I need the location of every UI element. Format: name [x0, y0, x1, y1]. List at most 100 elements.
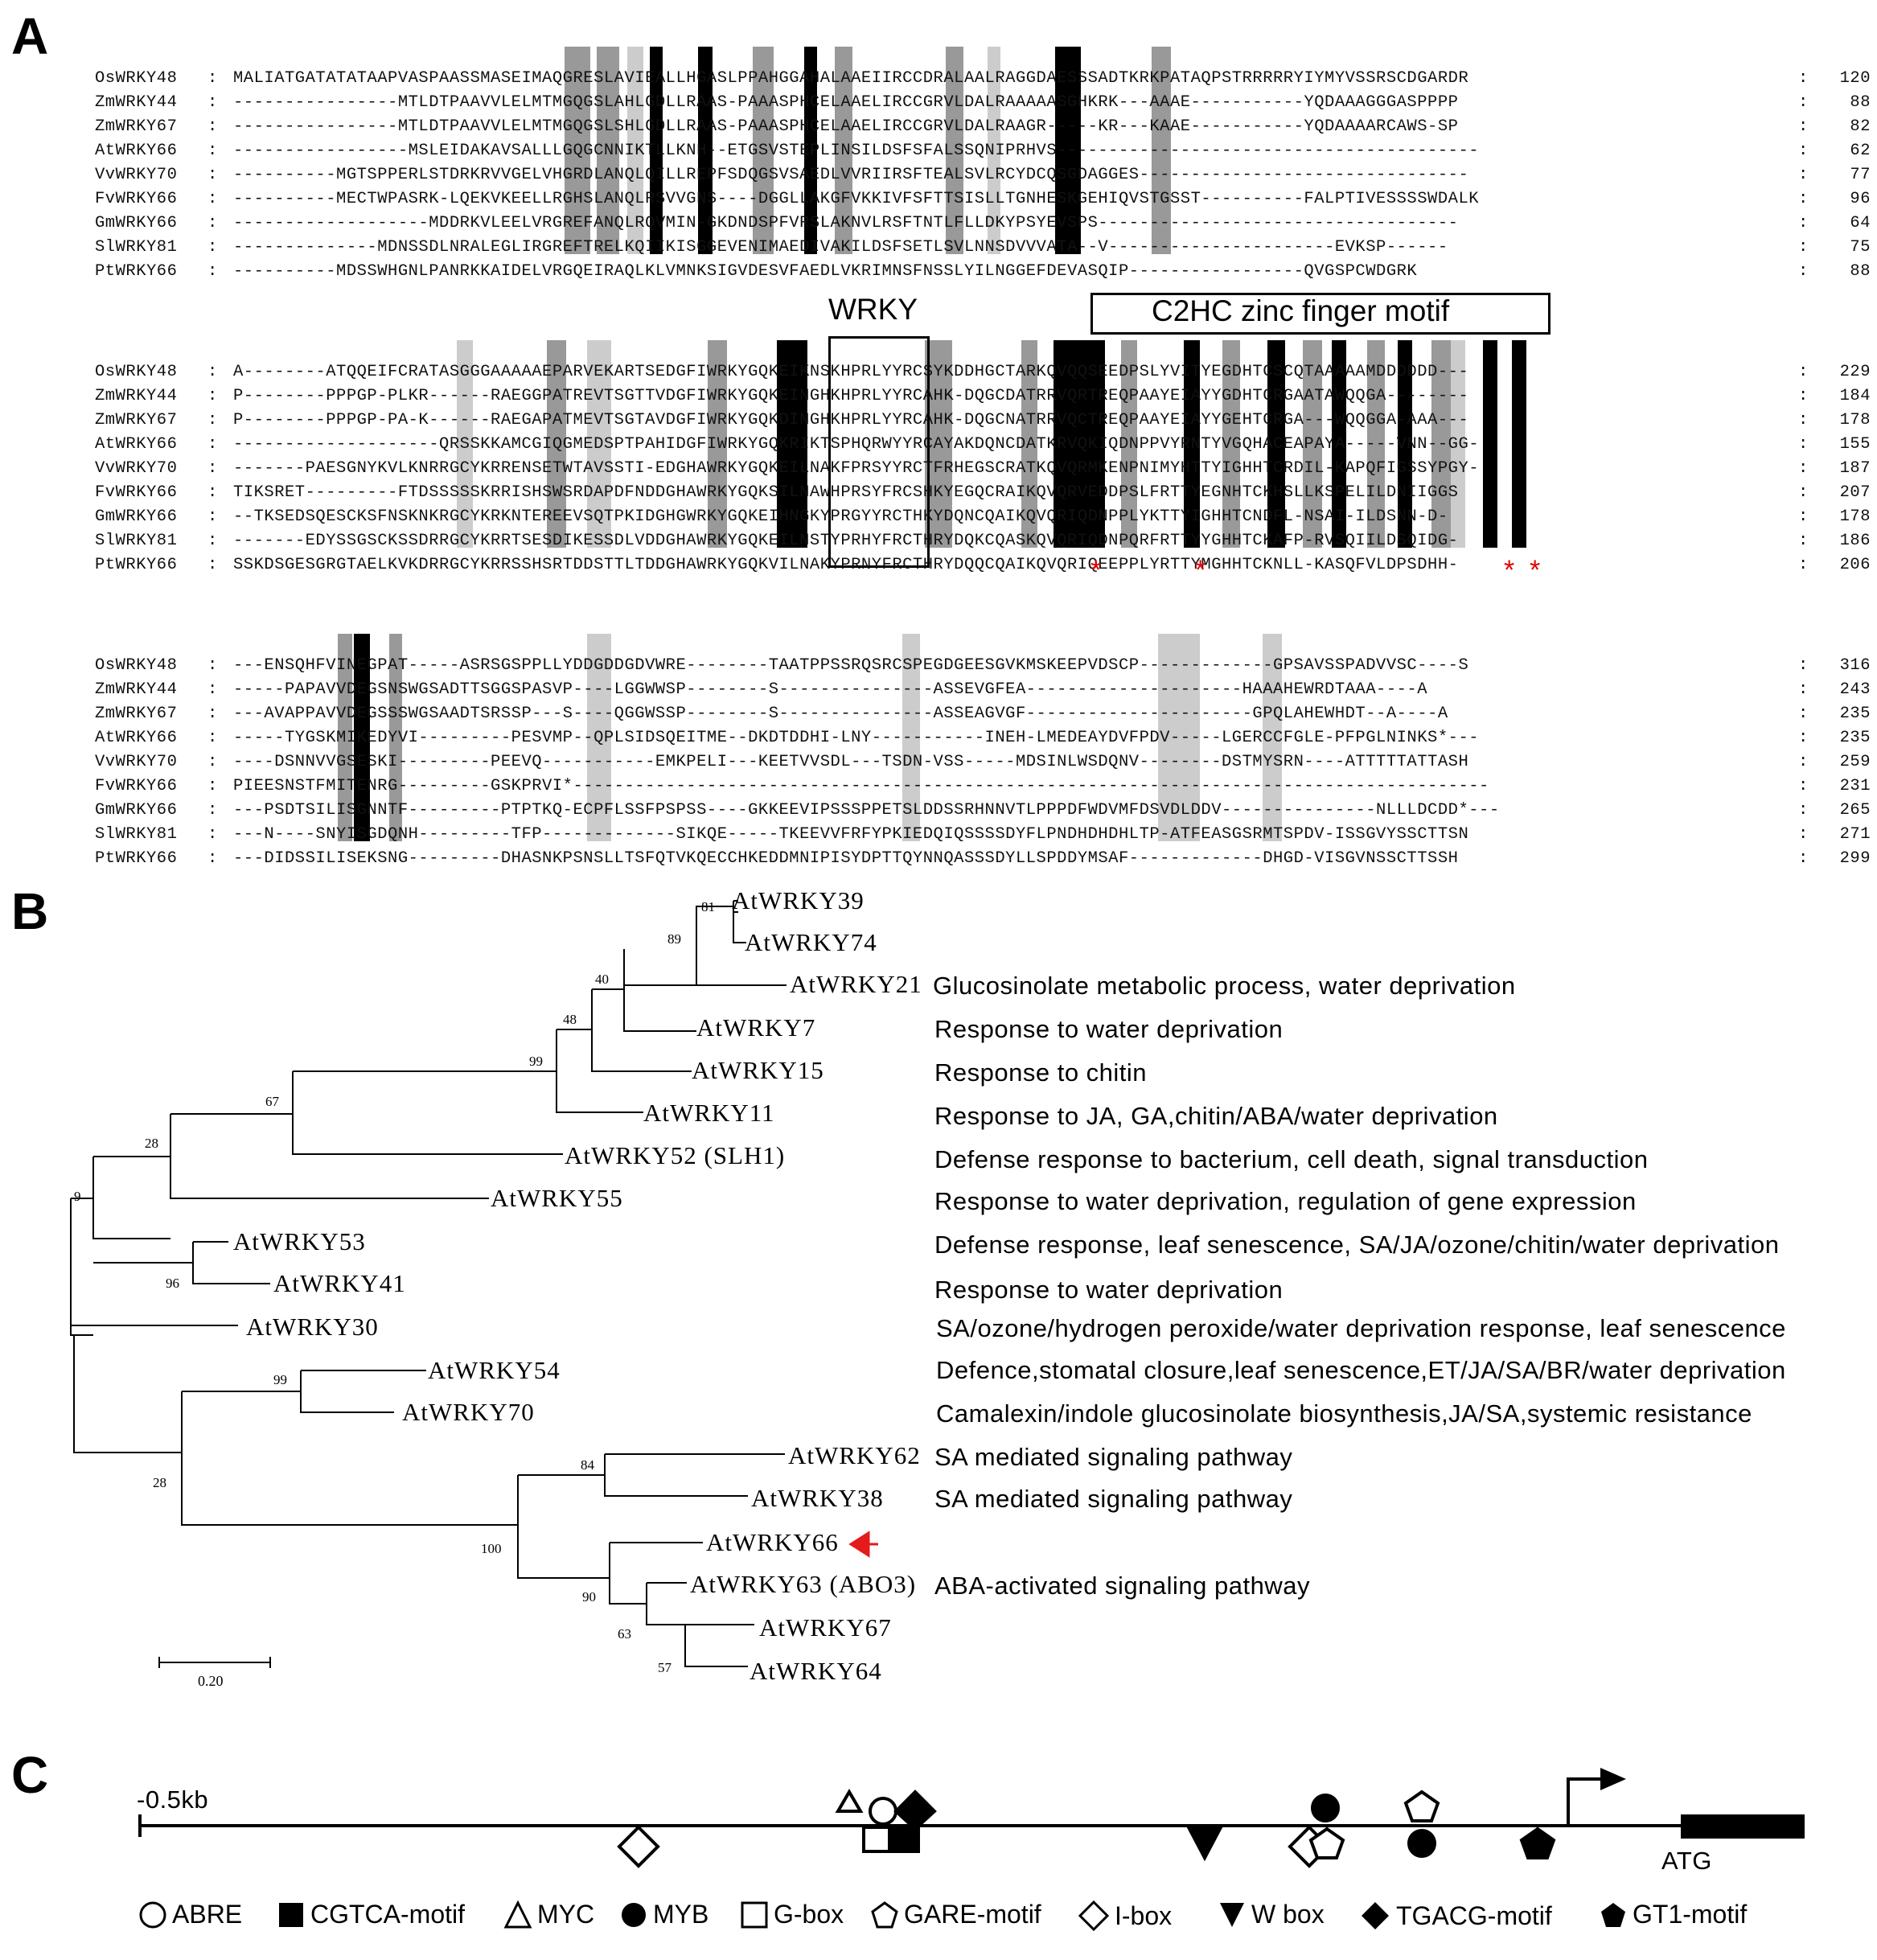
- alignment-row: ZmWRKY67:----------------MTLDTPAAVVLELMT…: [95, 117, 1871, 136]
- tree-leaf: AtWRKY64: [750, 1657, 882, 1685]
- sequence: TIKSRET---------FTDSSSSSKRRISHSWSRDAPDFN…: [233, 483, 1459, 502]
- function-annotation: SA mediated signaling pathway: [934, 1485, 1293, 1513]
- bootstrap-value: 90: [582, 1589, 596, 1605]
- myb-icon: [1311, 1794, 1340, 1822]
- function-annotation: Camalexin/indole glucosinolate biosynthe…: [936, 1399, 1752, 1428]
- sequence-name: ZmWRKY67: [95, 117, 178, 136]
- sequence-name: PtWRKY66: [95, 262, 178, 281]
- scale-bar-label: 0.20: [198, 1673, 224, 1689]
- sequence-name: GmWRKY66: [95, 214, 178, 232]
- tree-leaf: AtWRKY63 (ABO3): [690, 1570, 917, 1598]
- zinc-finger-motif-label: C2HC zinc finger motif: [1152, 294, 1450, 327]
- sequence-name: ZmWRKY44: [95, 387, 178, 405]
- bootstrap-value: 40: [595, 972, 609, 987]
- function-annotation: SA/ozone/hydrogen peroxide/water depriva…: [936, 1314, 1786, 1342]
- sequence-position: 259: [1839, 753, 1871, 771]
- phylogenetic-tree: [70, 900, 878, 1668]
- sequence-name: FvWRKY66: [95, 190, 178, 208]
- tree-leaf: AtWRKY7: [696, 1013, 816, 1042]
- sequence: -------PAESGNYKVLKNRRGCYKRRENSETWTAVSSTI…: [233, 459, 1480, 478]
- sequence: -----TYGSKMIKEDYVI---------PESVMP--QPLSI…: [233, 729, 1480, 747]
- alignment-row: OsWRKY48:MALIATGATATATAAPVASPAASSMASEIMA…: [95, 69, 1871, 88]
- function-annotation: Defense response to bacterium, cell deat…: [934, 1145, 1649, 1173]
- legend-gt1: GT1-motif: [1599, 1900, 1747, 1929]
- alignment-row: PtWRKY66:----------MDSSWHGNLPANRKKAIDELV…: [95, 262, 1871, 281]
- sequence: A--------ATQQEIFCRATASGGGAAAAAEPARVEKART…: [233, 363, 1469, 381]
- sequence: P--------PPPGP-PLKR------RAEGGPATREVTSGT…: [233, 387, 1469, 405]
- sequence-name: FvWRKY66: [95, 483, 178, 502]
- sequence-position: 265: [1839, 801, 1871, 820]
- g-box-icon: [862, 1826, 891, 1853]
- sequence-position: 178: [1839, 507, 1871, 526]
- alignment-row: VvWRKY70:----DSNNVVGSESKI---------PEEVQ-…: [95, 753, 1871, 771]
- sequence-name: OsWRKY48: [95, 656, 178, 675]
- sequence-name: SlWRKY81: [95, 238, 178, 257]
- alignment-row: PtWRKY66:---DIDSSILISEKSNG---------DHASN…: [95, 849, 1871, 868]
- tree-leaf: AtWRKY70: [402, 1398, 535, 1426]
- alignment-row: VvWRKY70:-------PAESGNYKVLKNRRGCYKRRENSE…: [95, 459, 1871, 478]
- sequence: --------------------QRSSKKAMCGIQGMEDSPTP…: [233, 435, 1480, 454]
- alignment-row: ZmWRKY44:----------------MTLDTPAAVVLELMT…: [95, 93, 1871, 112]
- sequence-name: SlWRKY81: [95, 825, 178, 844]
- filled-pentagon-icon: [1601, 1902, 1625, 1927]
- sequence-name: OsWRKY48: [95, 69, 178, 88]
- sequence-name: VvWRKY70: [95, 166, 178, 184]
- wrky-highlight-box: [828, 336, 930, 568]
- sequence: -----------------MSLEIDAKAVSALLLGQGCNNIK…: [233, 142, 1480, 160]
- sequence-position: 206: [1839, 556, 1871, 574]
- sequence: ----DSNNVVGSESKI---------PEEVQ----------…: [233, 753, 1469, 771]
- legend-cgtca: CGTCA-motif: [277, 1900, 465, 1929]
- sequence-position: 229: [1839, 363, 1871, 381]
- w-box-icon: [1185, 1826, 1224, 1862]
- alignment-row: OsWRKY48:---ENSQHFVINEGPAT-----ASRSGSPPL…: [95, 656, 1871, 675]
- alignment-row: AtWRKY66:-----TYGSKMIKEDYVI---------PESV…: [95, 729, 1871, 747]
- legend-myc: MYC: [503, 1900, 594, 1929]
- open-triangle-icon: [503, 1900, 532, 1928]
- tree-leaf: AtWRKY53: [233, 1227, 366, 1255]
- function-annotation: Response to water deprivation, regulatio…: [934, 1187, 1637, 1215]
- myb-icon: [1407, 1829, 1436, 1858]
- alignment-row: GmWRKY66:-------------------MDDRKVLEELVR…: [95, 214, 1871, 232]
- sequence: --------------MDNSSDLNRALEGLIRGREFTRELKQ…: [233, 238, 1448, 257]
- bootstrap-value: 48: [563, 1012, 577, 1027]
- bootstrap-value: 100: [481, 1541, 502, 1556]
- bootstrap-value: 57: [658, 1660, 672, 1675]
- tss-arrow-icon: [1600, 1768, 1626, 1790]
- sequence: ---ENSQHFVINEGPAT-----ASRSGSPPLLYDDGDDGD…: [233, 656, 1469, 675]
- legend-gare: GARE-motif: [870, 1900, 1041, 1929]
- function-annotation: Response to water deprivation: [934, 1276, 1284, 1304]
- sequence-name: VvWRKY70: [95, 459, 178, 478]
- sequence-position: 235: [1839, 729, 1871, 747]
- open-pentagon-icon: [871, 1900, 898, 1928]
- legend-tgacg: TGACG-motif: [1359, 1900, 1552, 1932]
- conserved-star: *: [1504, 555, 1515, 586]
- promoter-diagram: [138, 1768, 1805, 1868]
- highlight-arrow: [848, 1531, 878, 1558]
- sequence-position: 316: [1839, 656, 1871, 675]
- alignment-row: ZmWRKY44:P--------PPPGP-PLKR------RAEGGP…: [95, 387, 1871, 405]
- alignment-row: PtWRKY66:SSKDSGESGRGTAELKVKDRRGCYKRRSSHS…: [95, 556, 1871, 574]
- sequence: ----------------MTLDTPAAVVLELMTMGQGSLAHL…: [233, 93, 1459, 112]
- alignment-row: ZmWRKY67:P--------PPPGP-PA-K------RAEGAP…: [95, 411, 1871, 429]
- filled-diamond-icon: [1362, 1902, 1389, 1929]
- sequence-name: AtWRKY66: [95, 142, 178, 160]
- sequence-name: ZmWRKY44: [95, 680, 178, 699]
- bootstrap-value: 9: [74, 1189, 81, 1204]
- sequence: ---N----SNYISGDQNH---------TFP----------…: [233, 825, 1469, 844]
- sequence-position: 243: [1839, 680, 1871, 699]
- sequence: -------EDYSSGSCKSSDRRGCYKRRTSESDIKESSDLV…: [233, 532, 1459, 550]
- sequence: -------------------MDDRKVLEELVRGREFANQLR…: [233, 214, 1459, 232]
- sequence-position: 187: [1839, 459, 1871, 478]
- sequence-name: AtWRKY66: [95, 435, 178, 454]
- sequence-position: 299: [1839, 849, 1871, 868]
- sequence-position: 82: [1850, 117, 1871, 136]
- sequence: SSKDSGESGRGTAELKVKDRRGCYKRRSSHSRTDDSTTLT…: [233, 556, 1459, 574]
- alignment-shading: [338, 47, 1526, 841]
- function-annotation: ABA-activated signaling pathway: [934, 1572, 1310, 1600]
- sequence: MALIATGATATATAAPVASPAASSMASEIMAQGRESLAVI…: [233, 69, 1469, 88]
- sequence-position: 62: [1850, 142, 1871, 160]
- cgtca-motif-icon: [891, 1826, 920, 1853]
- sequence-name: PtWRKY66: [95, 556, 178, 574]
- bootstrap-value: 84: [581, 1457, 594, 1473]
- tgacg-motif-icon: [893, 1789, 937, 1831]
